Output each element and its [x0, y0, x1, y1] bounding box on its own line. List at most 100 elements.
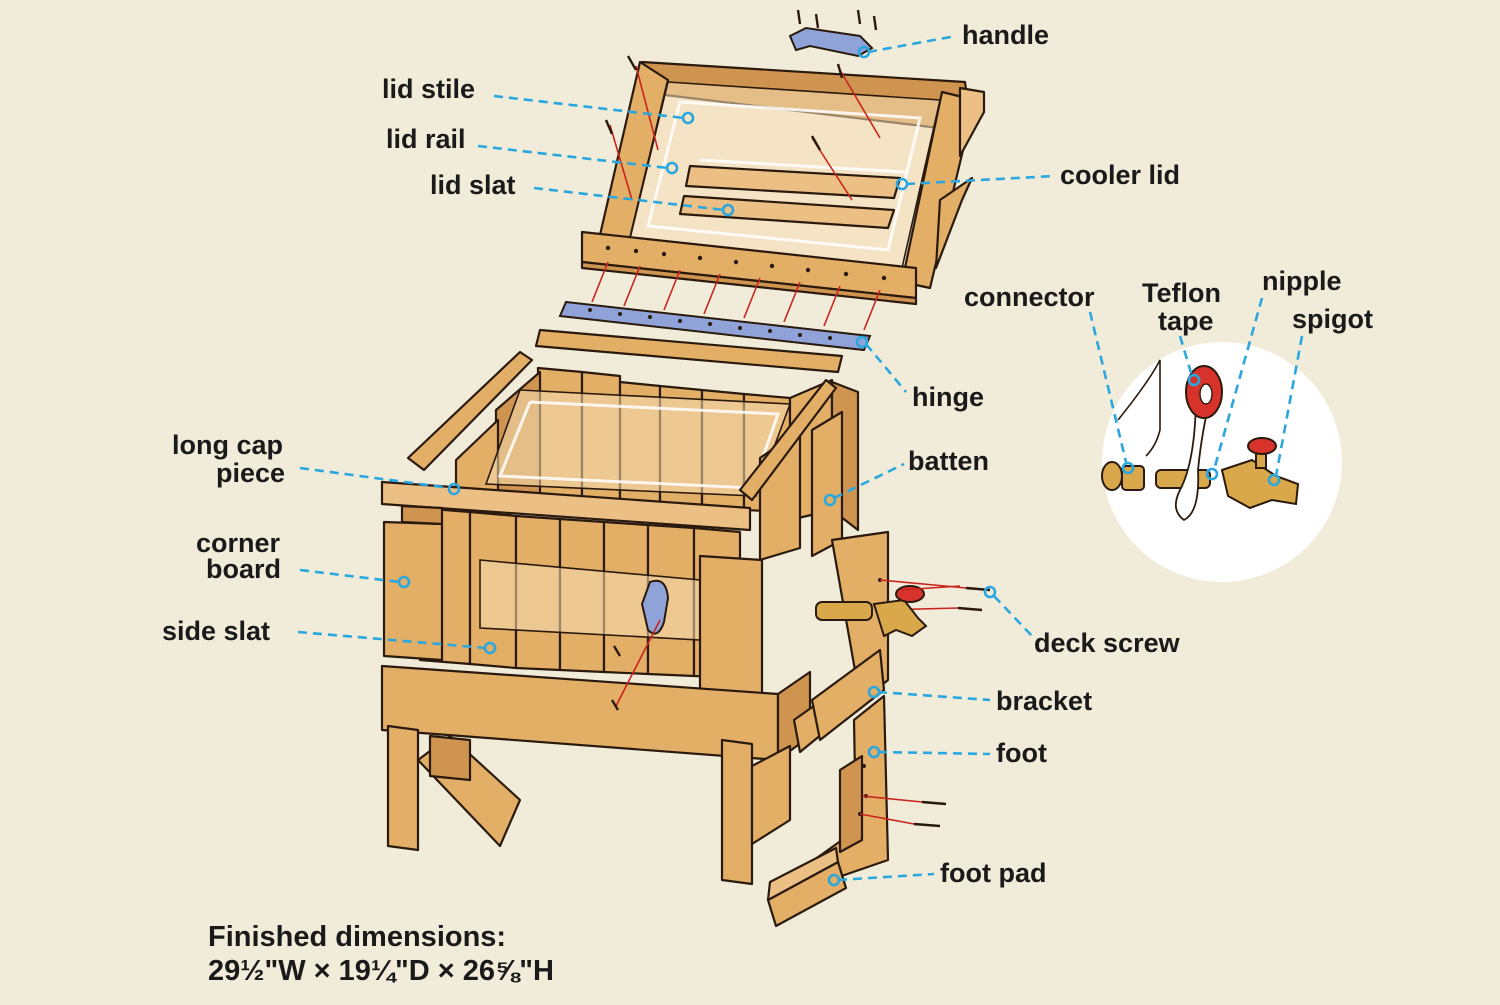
deck-screw	[957, 606, 983, 612]
deck-screw-marker	[983, 585, 997, 599]
deck-screw-leader	[993, 595, 1033, 637]
label-lid-rail: lid rail	[386, 124, 466, 154]
long-cap-piece	[380, 480, 752, 532]
label-cooler-lid: cooler lid	[1060, 160, 1180, 190]
lid-end-batten	[934, 176, 974, 270]
lid-screw-holes	[605, 245, 887, 281]
label-handle: handle	[962, 20, 1049, 50]
label-teflon-tape-line2: tape	[1158, 306, 1214, 336]
handle-leader	[867, 34, 957, 54]
lid-screws	[604, 55, 844, 151]
inset-wall-fitting	[1101, 461, 1123, 491]
lid-liner-rib	[699, 158, 906, 174]
leader-lines	[297, 34, 1304, 887]
label-teflon-tape-line1: Teflon	[1142, 278, 1221, 308]
label-batten: batten	[908, 446, 989, 476]
foot-screw	[913, 822, 941, 828]
left-foot-block	[428, 734, 472, 782]
label-spigot: spigot	[1292, 304, 1373, 334]
corner-board-edge	[400, 504, 444, 526]
long-cap-marker	[447, 482, 461, 496]
label-foot-pad: foot pad	[940, 858, 1046, 888]
spigot-assembly	[815, 585, 961, 638]
handle-hardware	[788, 9, 878, 58]
base-assembly	[386, 530, 991, 928]
finished-dimensions: Finished dimensions: 29½"W × 19¼"D × 26⅝…	[208, 921, 554, 987]
batten-leader	[833, 462, 905, 500]
handle-marker	[857, 45, 871, 59]
label-hinge: hinge	[912, 382, 984, 412]
lid-front-stile-edge	[580, 260, 918, 306]
hinge-holes	[588, 308, 832, 340]
teflon-tape-marker	[1187, 373, 1201, 387]
label-corner-board-line2: board	[206, 554, 281, 584]
inset-tape-core	[1199, 383, 1213, 405]
inset-valve-handle	[1247, 437, 1277, 455]
cooler-lid-leader	[905, 174, 1055, 186]
right-batten	[810, 410, 844, 558]
bracket-arm	[810, 648, 886, 742]
foot-screw-line	[861, 795, 923, 803]
spigot-body	[872, 598, 928, 638]
short-cap-piece-left	[406, 350, 534, 472]
opener-screw	[612, 645, 622, 657]
lid-stile-leader	[493, 94, 685, 120]
part-labels: handle lid stile lid rail lid slat coole…	[162, 20, 1373, 888]
nipple-marker	[1205, 467, 1219, 481]
cooler-box	[380, 350, 860, 762]
right-brace	[750, 744, 792, 846]
long-cap-piece-back	[534, 328, 844, 374]
teflon-tape-leader	[1178, 335, 1194, 377]
long-cap-leader	[299, 466, 451, 490]
opener-screw-line	[615, 619, 661, 707]
cooler-lid-marker	[895, 177, 909, 191]
batten-marker	[823, 493, 837, 507]
label-lid-slat: lid slat	[430, 170, 516, 200]
dimensions-heading: Finished dimensions:	[208, 921, 506, 953]
side-slat-leader	[297, 630, 487, 650]
foot-pad-marker	[827, 873, 841, 887]
lid-rail-leader	[477, 144, 669, 170]
bracket-leader	[877, 690, 991, 702]
label-bracket: bracket	[996, 686, 1092, 716]
lid-liner-outline	[646, 100, 922, 252]
foot-pad-top	[766, 846, 840, 902]
label-deck-screw: deck screw	[1034, 628, 1181, 658]
handle	[788, 26, 874, 58]
connector-marker	[1121, 461, 1135, 475]
foot-screw	[921, 800, 947, 806]
label-side-slat: side slat	[162, 616, 270, 646]
hinge-hardware	[558, 300, 872, 352]
connector-leader	[1088, 311, 1128, 463]
bottle-opener	[640, 579, 670, 635]
lid-slat-marker	[721, 203, 735, 217]
left-leg	[386, 724, 420, 852]
hinge-marker	[855, 335, 869, 349]
side-slat-marker	[483, 641, 497, 655]
cooler-lid-assembly	[580, 55, 986, 331]
label-nipple: nipple	[1262, 266, 1342, 296]
lid-slat-leader	[533, 186, 725, 212]
dimensions-value: 29½"W × 19¼"D × 26⅝"H	[208, 955, 554, 987]
label-long-cap-line1: long cap	[172, 430, 283, 460]
foot-face	[838, 754, 864, 854]
lid-end-batten	[958, 86, 986, 158]
label-lid-stile: lid stile	[382, 74, 475, 104]
spigot-line	[899, 585, 961, 591]
foot-pad-leader	[837, 872, 935, 882]
opener-screw	[610, 699, 620, 711]
foot-screw-line	[859, 813, 915, 825]
corner-board-leader	[299, 568, 401, 584]
right-leg	[720, 738, 754, 886]
short-cap-piece-right	[738, 378, 838, 502]
inset-circle	[1102, 342, 1342, 582]
label-connector: connector	[964, 282, 1095, 312]
foot-marker	[867, 745, 881, 759]
label-long-cap-line2: piece	[216, 458, 285, 488]
bracket-marker	[867, 685, 881, 699]
spigot-detail-inset	[1101, 342, 1342, 582]
hinge	[558, 300, 872, 352]
inset-teflon-tape-strip	[1174, 391, 1211, 522]
